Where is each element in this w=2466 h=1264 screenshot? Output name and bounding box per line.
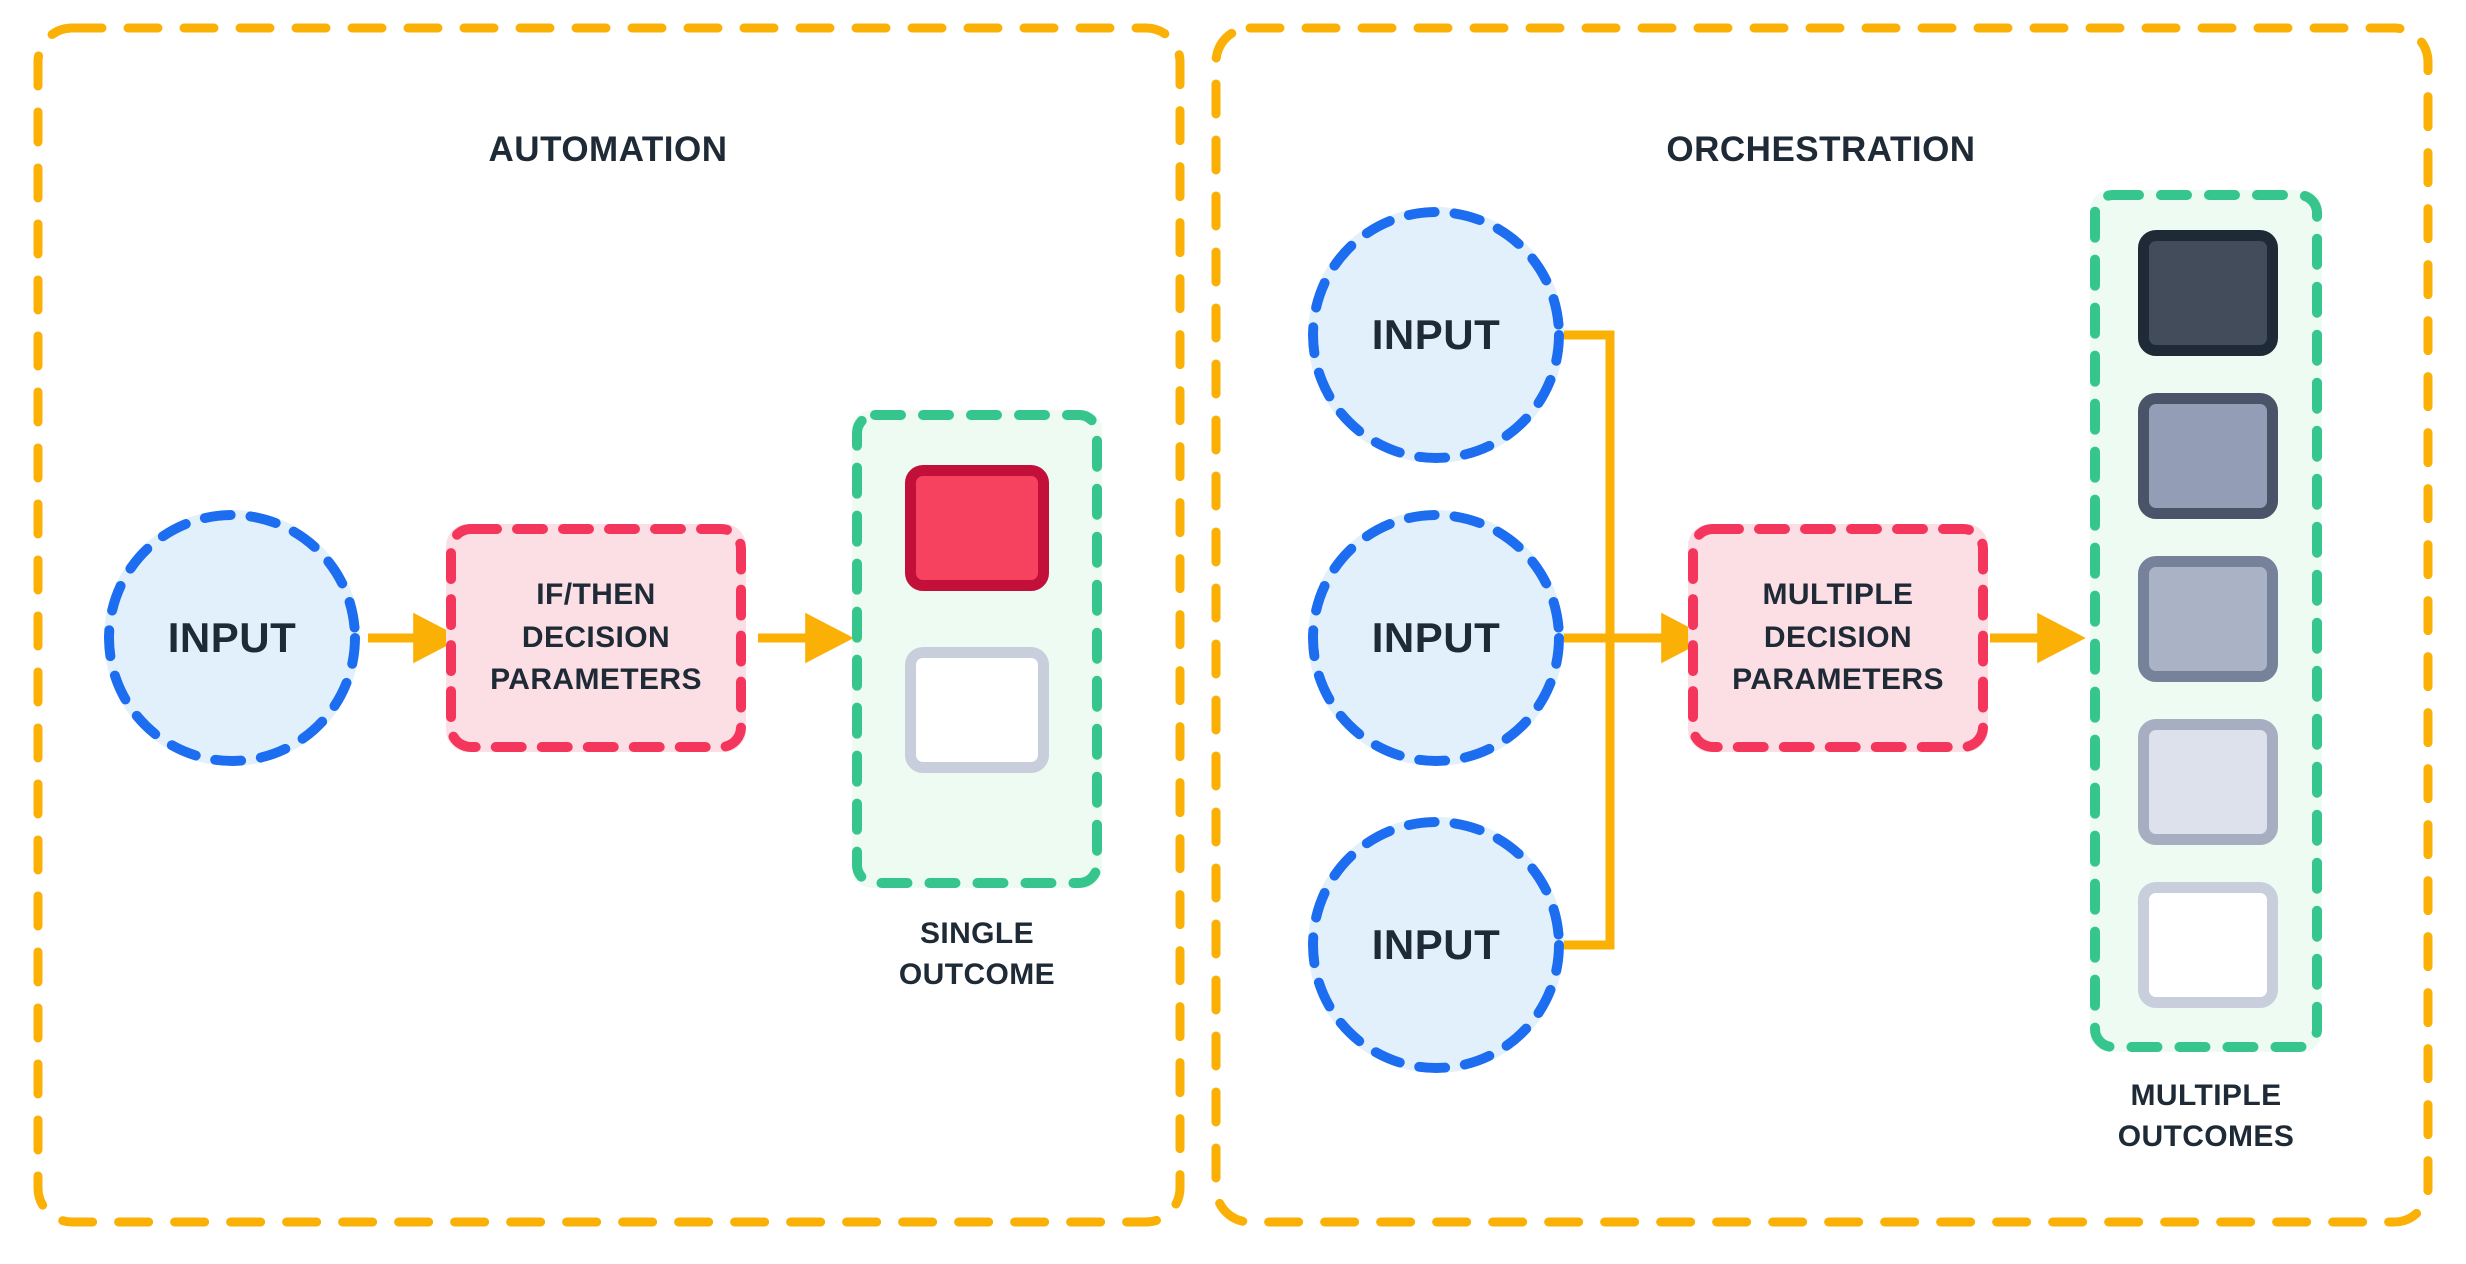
outcome-chip-5[interactable]: [2138, 882, 2278, 1008]
outcome-chip-3[interactable]: [2138, 556, 2278, 682]
outcome-container-ring: [852, 410, 1102, 888]
input-circle-ring: [1308, 817, 1564, 1073]
caption-line-1: SINGLE: [919, 917, 1035, 950]
input-circle-ring: [1308, 207, 1564, 463]
decision-line-2: DECISION: [521, 620, 671, 654]
decision-box-text: IF/THEN DECISION PARAMETERS: [490, 574, 702, 702]
decision-box-ring: [446, 524, 746, 752]
decision-line-3: PARAMETERS: [490, 663, 702, 697]
input-label: INPUT: [1371, 614, 1501, 661]
caption-line-2: OUTCOME: [898, 958, 1056, 992]
empty-outcome-chip[interactable]: [905, 647, 1049, 773]
decision-line-1: MULTIPLE: [1762, 578, 1914, 612]
caption-line-1: MULTIPLE: [2130, 1079, 2282, 1112]
multiple-outcomes-group: MULTIPLE OUTCOMES: [2078, 190, 2358, 1210]
input-circle-ring: [1308, 510, 1564, 766]
outcome-chip-4[interactable]: [2138, 719, 2278, 845]
outcomes-container-ring: [2090, 190, 2322, 1052]
outcome-chip-1[interactable]: [2138, 230, 2278, 356]
orchestration-input-circle-3[interactable]: INPUT: [1308, 817, 1564, 1073]
outcome-chip-2[interactable]: [2138, 393, 2278, 519]
automation-decision-box[interactable]: IF/THEN DECISION PARAMETERS: [446, 524, 746, 752]
decision-box-text: MULTIPLE DECISION PARAMETERS: [1732, 574, 1944, 702]
automation-panel-title: AUTOMATION: [488, 130, 728, 169]
orchestration-input-circle-1[interactable]: INPUT: [1308, 207, 1564, 463]
decision-line-3: PARAMETERS: [1732, 663, 1944, 697]
multiple-outcomes-caption: MULTIPLE OUTCOMES: [2078, 1075, 2334, 1158]
orchestration-panel-title: ORCHESTRATION: [1666, 130, 1976, 169]
input-label: INPUT: [167, 614, 297, 661]
decision-line-2: DECISION: [1763, 620, 1913, 654]
orchestration-decision-box[interactable]: MULTIPLE DECISION PARAMETERS: [1688, 524, 1988, 752]
single-outcome-container: [852, 410, 1102, 888]
single-outcome-caption: SINGLE OUTCOME: [840, 913, 1114, 996]
orchestration-input-circle-2[interactable]: INPUT: [1308, 510, 1564, 766]
caption-line-2: OUTCOMES: [2117, 1120, 2295, 1154]
automation-panel: AUTOMATION: [32, 22, 1184, 1228]
decision-line-1: IF/THEN: [536, 578, 656, 612]
active-outcome-chip[interactable]: [905, 465, 1049, 591]
decision-box-ring: [1688, 524, 1988, 752]
input-label: INPUT: [1371, 311, 1501, 358]
automation-input-circle[interactable]: INPUT: [104, 510, 360, 766]
single-outcome-group: SINGLE OUTCOME: [840, 410, 1110, 1010]
input-label: INPUT: [1371, 921, 1501, 968]
input-circle-ring: [104, 510, 360, 766]
multiple-outcomes-container: [2090, 190, 2322, 1052]
orchestration-panel: ORCHESTRATION: [1210, 22, 2432, 1228]
